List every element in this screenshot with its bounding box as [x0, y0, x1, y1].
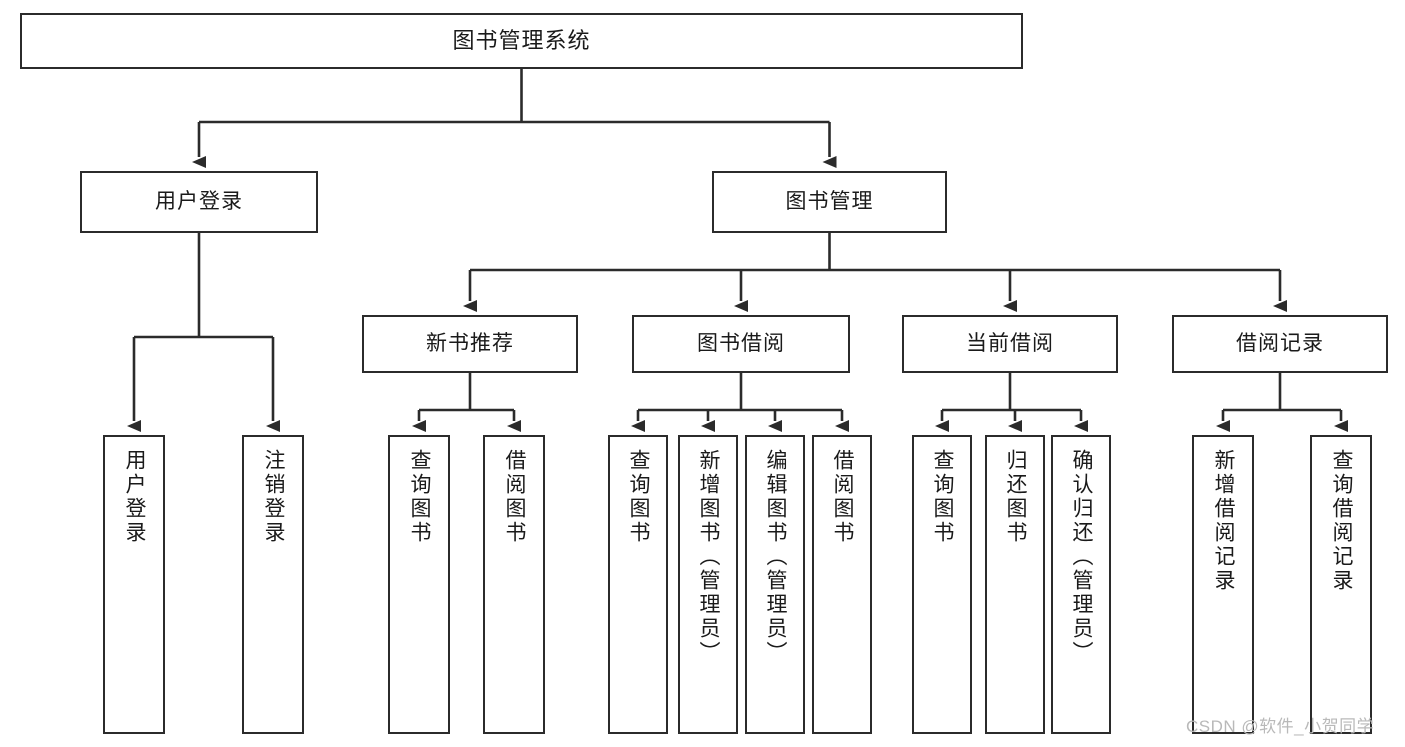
watermark-credit: CSDN @软件_小贺同学 [1186, 717, 1375, 736]
node-leaf-user-logout-label: 注销登录 [262, 449, 286, 545]
node-book-manage-label: 图书管理 [785, 190, 874, 214]
node-current-borrow-label: 当前借阅 [966, 332, 1054, 356]
node-leaf-query-book-2[interactable]: 查询图书 [608, 435, 668, 734]
node-book-manage[interactable]: 图书管理 [712, 171, 947, 233]
node-user-login-label: 用户登录 [155, 190, 243, 214]
node-leaf-user-logout[interactable]: 注销登录 [242, 435, 304, 734]
node-leaf-confirm-return[interactable]: 确认归还（管理员） [1051, 435, 1111, 734]
node-new-book-rec-label: 新书推荐 [426, 332, 514, 356]
node-leaf-add-record[interactable]: 新增借阅记录 [1192, 435, 1254, 734]
node-user-login[interactable]: 用户登录 [80, 171, 318, 233]
node-leaf-borrow-book-1-label: 借阅图书 [503, 449, 527, 545]
node-leaf-return-book[interactable]: 归还图书 [985, 435, 1045, 734]
node-root[interactable]: 图书管理系统 [20, 13, 1023, 69]
node-current-borrow[interactable]: 当前借阅 [902, 315, 1118, 373]
node-leaf-edit-book[interactable]: 编辑图书（管理员） [745, 435, 805, 734]
node-leaf-query-book-3-label: 查询图书 [931, 449, 955, 545]
node-borrow-record-label: 借阅记录 [1236, 332, 1324, 356]
node-leaf-user-login-label: 用户登录 [123, 449, 147, 545]
node-leaf-borrow-book-2[interactable]: 借阅图书 [812, 435, 872, 734]
node-leaf-add-book-label: 新增图书（管理员） [697, 449, 721, 665]
node-leaf-query-book-3[interactable]: 查询图书 [912, 435, 972, 734]
node-leaf-query-record-label: 查询借阅记录 [1330, 449, 1354, 593]
node-leaf-add-book[interactable]: 新增图书（管理员） [678, 435, 738, 734]
node-root-label: 图书管理系统 [452, 27, 591, 53]
node-leaf-user-login[interactable]: 用户登录 [103, 435, 165, 734]
node-leaf-query-record[interactable]: 查询借阅记录 [1310, 435, 1372, 734]
node-leaf-query-book-1-label: 查询图书 [408, 449, 432, 545]
node-new-book-rec[interactable]: 新书推荐 [362, 315, 578, 373]
node-leaf-confirm-return-label: 确认归还（管理员） [1070, 449, 1094, 665]
node-leaf-query-book-1[interactable]: 查询图书 [388, 435, 450, 734]
node-leaf-query-book-2-label: 查询图书 [627, 449, 651, 545]
node-leaf-borrow-book-2-label: 借阅图书 [831, 449, 855, 545]
node-leaf-edit-book-label: 编辑图书（管理员） [764, 449, 788, 665]
node-leaf-add-record-label: 新增借阅记录 [1212, 449, 1236, 593]
node-borrow-record[interactable]: 借阅记录 [1172, 315, 1388, 373]
node-leaf-return-book-label: 归还图书 [1004, 449, 1028, 545]
node-book-borrow[interactable]: 图书借阅 [632, 315, 850, 373]
node-leaf-borrow-book-1[interactable]: 借阅图书 [483, 435, 545, 734]
node-book-borrow-label: 图书借阅 [697, 332, 785, 356]
